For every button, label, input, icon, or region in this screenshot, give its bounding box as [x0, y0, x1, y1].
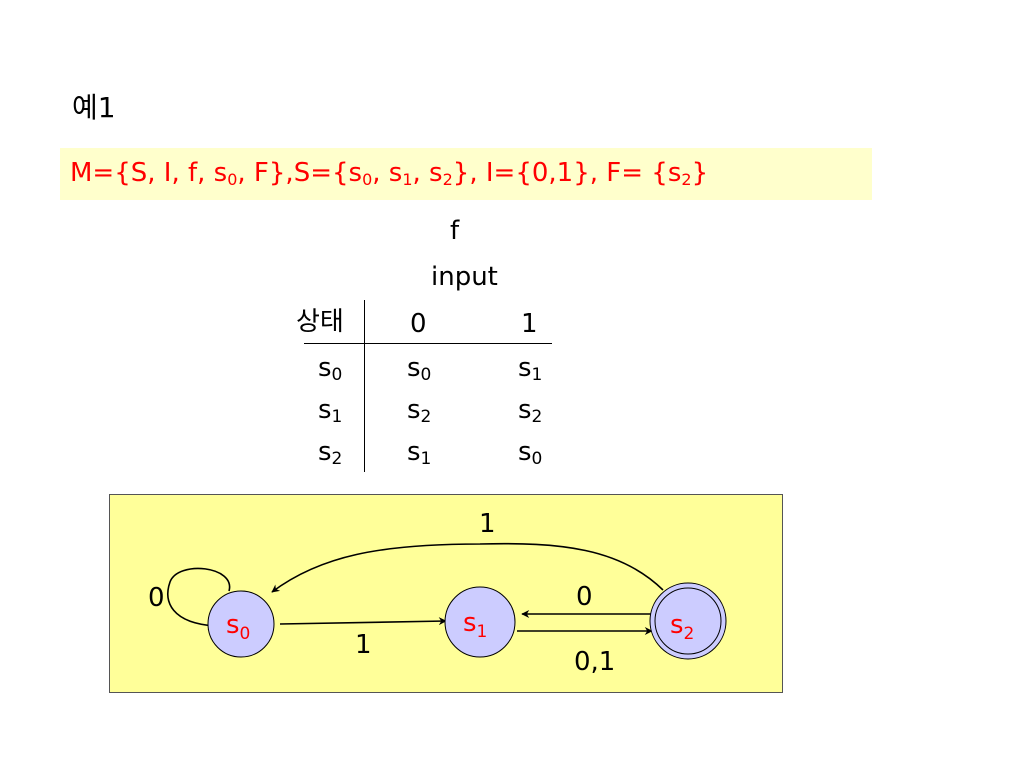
table-row-2-input-0: s1	[407, 437, 432, 469]
definition-subscript: 1	[402, 170, 413, 189]
table-column-1: 1	[521, 309, 538, 339]
definition-segment: , s	[372, 158, 403, 188]
example-title: 예1	[72, 91, 116, 124]
table-row-2-state: s2	[318, 437, 343, 469]
state-s0	[207, 590, 275, 658]
edge-s0-to-s1	[279, 617, 447, 626]
edge-s2-to-s0	[271, 542, 664, 593]
table-row-0-state: s0	[318, 353, 343, 385]
table-row-2-input-1: s0	[518, 437, 543, 469]
definition-segment: , s	[412, 158, 443, 188]
definition-segment: M={S, I, f, s	[70, 158, 228, 188]
definition-highlight	[60, 148, 872, 200]
table-function-label: f	[450, 216, 460, 246]
edge-s2-to-s0-label: 1	[479, 509, 496, 539]
table-row-1-input-1: s2	[518, 395, 543, 427]
table-input-label: input	[431, 262, 498, 292]
state-s2	[654, 587, 722, 655]
edge-s0-self-loop	[167, 567, 231, 630]
definition-segment: , F},S={s	[237, 158, 363, 188]
table-column-0: 0	[410, 309, 427, 339]
table-vertical-divider	[364, 300, 365, 472]
definition-subscript: 0	[227, 170, 238, 189]
definition-subscript: 0	[362, 170, 373, 189]
edge-s1-to-s2-label: 0,1	[574, 647, 615, 677]
state-s1	[444, 586, 516, 658]
state-s1-label: s1	[463, 608, 487, 642]
table-row-1-input-0: s2	[407, 395, 432, 427]
state-s0-label: s0	[226, 610, 250, 644]
state-s2-label: s2	[670, 610, 694, 644]
edge-s0-to-s1-label: 1	[355, 630, 372, 660]
table-state-header: 상태	[296, 307, 344, 337]
definition-subscript: 2	[681, 170, 692, 189]
table-row-1-state: s1	[318, 395, 343, 427]
table-horizontal-divider	[304, 343, 552, 344]
table-row-0-input-1: s1	[518, 353, 543, 385]
table-row-0-input-0: s0	[407, 353, 432, 385]
edge-s2-to-s1-label: 0	[576, 582, 593, 612]
definition-text: M={S, I, f, s0, F},S={s0, s1, s2}, I={0,…	[70, 158, 708, 189]
definition-subscript: 2	[442, 170, 453, 189]
edge-s0-self-loop-label: 0	[148, 583, 165, 613]
definition-segment: }	[691, 158, 709, 188]
definition-segment: }, I={0,1}, F= {s	[452, 158, 682, 188]
